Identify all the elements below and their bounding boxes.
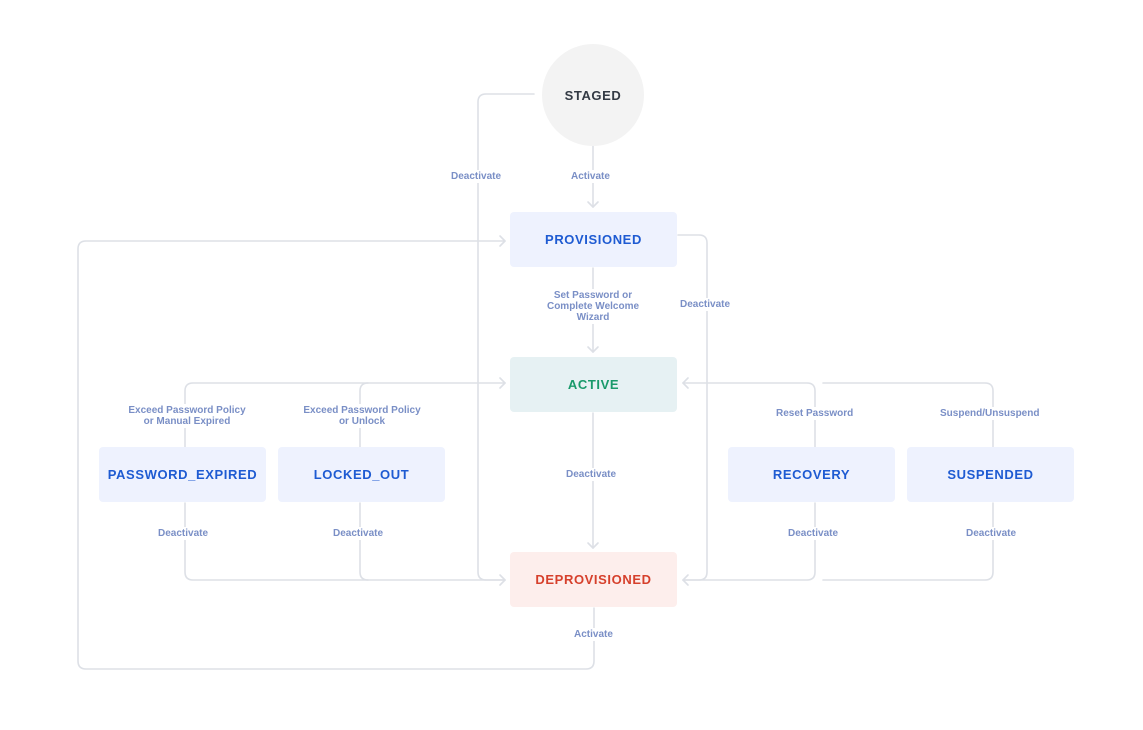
state-staged: STAGED (542, 44, 644, 146)
label-expired-deactivate: Deactivate (156, 527, 211, 540)
arrowhead (682, 377, 689, 389)
arrowhead (587, 346, 599, 353)
edge-suspend-unsuspend (822, 382, 994, 448)
label-suspend-unsuspend: Suspend/Unsuspend (938, 407, 1042, 420)
label-exceed-unlock: Exceed Password Policy or Unlock (296, 404, 428, 428)
label-set-password: Set Password or Complete Welcome Wizard (543, 289, 643, 324)
state-active-label: ACTIVE (567, 377, 620, 392)
state-locked-out-label: LOCKED_OUT (313, 467, 410, 482)
state-suspended: SUSPENDED (907, 447, 1074, 502)
label-active-deactivate: Deactivate (564, 468, 619, 481)
label-deprov-activate: Activate (572, 628, 615, 641)
state-password-expired: PASSWORD_EXPIRED (99, 447, 266, 502)
label-staged-deactivate: Deactivate (449, 170, 504, 183)
arrowhead (499, 235, 506, 247)
state-locked-out: LOCKED_OUT (278, 447, 445, 502)
label-recovery-deactivate: Deactivate (786, 527, 841, 540)
label-exceed-expired: Exceed Password Policy or Manual Expired (121, 404, 253, 428)
state-suspended-label: SUSPENDED (947, 467, 1034, 482)
label-reset-password: Reset Password (774, 407, 856, 420)
edge-locked-deactivate (359, 502, 369, 581)
state-recovery-label: RECOVERY (772, 467, 851, 482)
arrowhead (499, 377, 506, 389)
edge-staged-deactivate (477, 93, 535, 581)
edge-recovery-deactivate (682, 502, 816, 581)
edge-reset-password (682, 382, 816, 448)
state-provisioned-label: PROVISIONED (545, 232, 642, 247)
edge-suspended-deactivate (822, 502, 994, 581)
label-provisioned-deactivate: Deactivate (678, 298, 733, 311)
label-staged-activate: Activate (569, 170, 612, 183)
edge-deprov-activate (77, 240, 595, 670)
arrowhead (587, 201, 599, 208)
state-provisioned: PROVISIONED (510, 212, 677, 267)
state-deprovisioned-label: DEPROVISIONED (535, 572, 652, 587)
edge-exceed-expired (184, 382, 506, 448)
label-locked-deactivate: Deactivate (331, 527, 386, 540)
state-staged-label: STAGED (564, 87, 622, 103)
arrowhead (587, 542, 599, 549)
edge-expired-deactivate (184, 502, 506, 581)
edge-provisioned-deactivate (677, 234, 708, 581)
edge-exceed-unlock (359, 382, 369, 448)
label-suspended-deactivate: Deactivate (964, 527, 1019, 540)
state-deprovisioned: DEPROVISIONED (510, 552, 677, 607)
state-password-expired-label: PASSWORD_EXPIRED (107, 467, 258, 482)
state-recovery: RECOVERY (728, 447, 895, 502)
state-active: ACTIVE (510, 357, 677, 412)
